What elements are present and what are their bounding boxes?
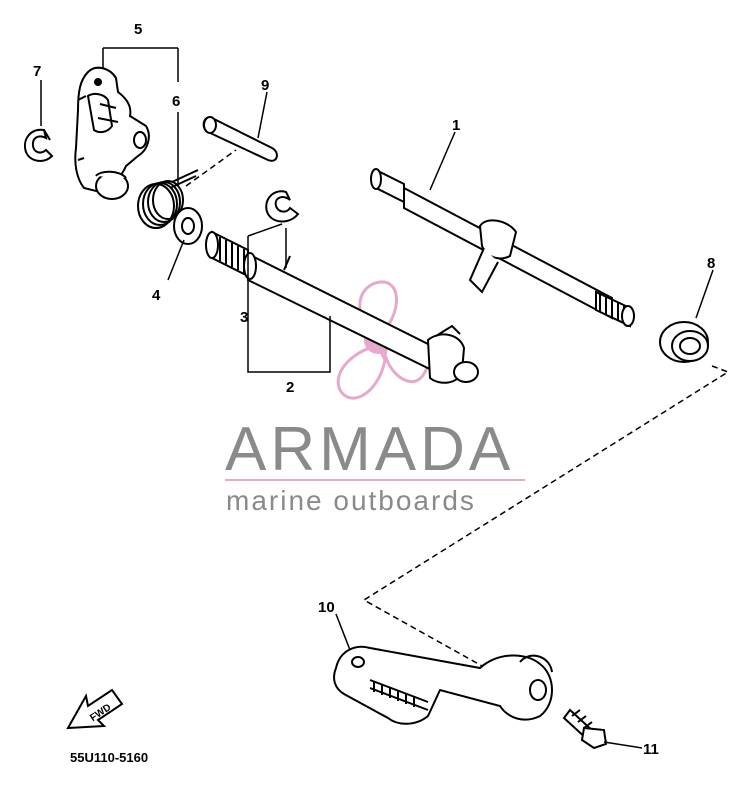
callout-1: 1 xyxy=(452,117,460,134)
callout-labels: 1 2 3 4 5 6 7 8 9 10 11 xyxy=(33,21,715,758)
callout-3: 3 xyxy=(240,309,248,326)
diagram-part-code: 55U110-5160 xyxy=(70,750,148,765)
part-2-shift-shaft[interactable] xyxy=(205,230,479,384)
watermark-tagline: marine outboards xyxy=(226,485,476,516)
callout-5: 5 xyxy=(134,21,142,38)
watermark-name: ARMADA xyxy=(225,415,514,484)
callout-2: 2 xyxy=(286,379,294,396)
part-3-circlip[interactable] xyxy=(265,190,300,223)
assembly-guide-line-lever xyxy=(362,365,730,677)
part-4-washer[interactable] xyxy=(173,207,203,245)
part-9-pin[interactable] xyxy=(202,116,278,162)
callout-10: 10 xyxy=(318,599,335,616)
part-5-shift-lever-plate[interactable] xyxy=(74,66,150,200)
part-7-circlip[interactable] xyxy=(24,128,54,162)
fwd-arrow-icon: FWD xyxy=(66,688,124,730)
callout-4: 4 xyxy=(152,287,161,304)
assembly-guide-line xyxy=(185,149,237,187)
watermark: ARMADA marine outboards xyxy=(225,280,525,516)
callout-9: 9 xyxy=(261,77,269,94)
callout-6: 6 xyxy=(172,93,180,110)
part-1-shift-rod[interactable] xyxy=(370,168,635,328)
part-8-oil-seal[interactable] xyxy=(659,321,709,363)
part-11-bolt[interactable] xyxy=(562,708,608,750)
callout-leaders xyxy=(40,47,714,749)
callout-11: 11 xyxy=(643,741,659,758)
callout-7: 7 xyxy=(33,63,41,80)
part-6-torsion-spring[interactable] xyxy=(137,169,199,229)
part-10-shift-lever[interactable] xyxy=(333,645,553,725)
callout-8: 8 xyxy=(707,255,715,272)
